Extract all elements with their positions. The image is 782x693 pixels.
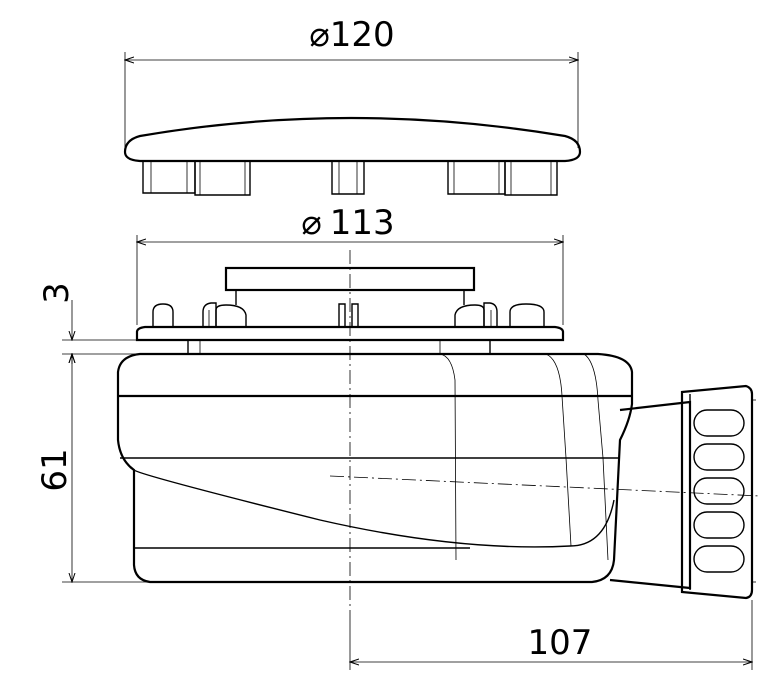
cover-cap: [123, 116, 582, 196]
flange-thickness-value: 3: [37, 282, 77, 304]
outlet-nut: [680, 384, 756, 600]
trap-body: [116, 266, 756, 600]
dimension-body-height: 61: [35, 354, 150, 582]
dimension-cover-diameter: ⌀120: [125, 15, 578, 148]
body-height-value: 61: [35, 448, 75, 491]
centerlines: [329, 250, 761, 620]
svg-text:⌀113: ⌀113: [301, 203, 394, 243]
dimension-outlet-offset: 107: [350, 600, 752, 670]
cover-legs: [142, 161, 558, 196]
svg-text:⌀120: ⌀120: [309, 15, 394, 55]
dimension-body-diameter: ⌀113: [137, 203, 563, 325]
cover-diameter-value: 120: [330, 15, 395, 55]
dimension-flange-thickness: 3: [37, 282, 188, 364]
diameter-symbol: ⌀: [301, 203, 321, 243]
outlet-offset-value: 107: [528, 623, 593, 663]
body-diameter-value: 113: [330, 203, 395, 243]
flange-clips: [152, 302, 545, 327]
diameter-symbol: ⌀: [309, 15, 329, 55]
